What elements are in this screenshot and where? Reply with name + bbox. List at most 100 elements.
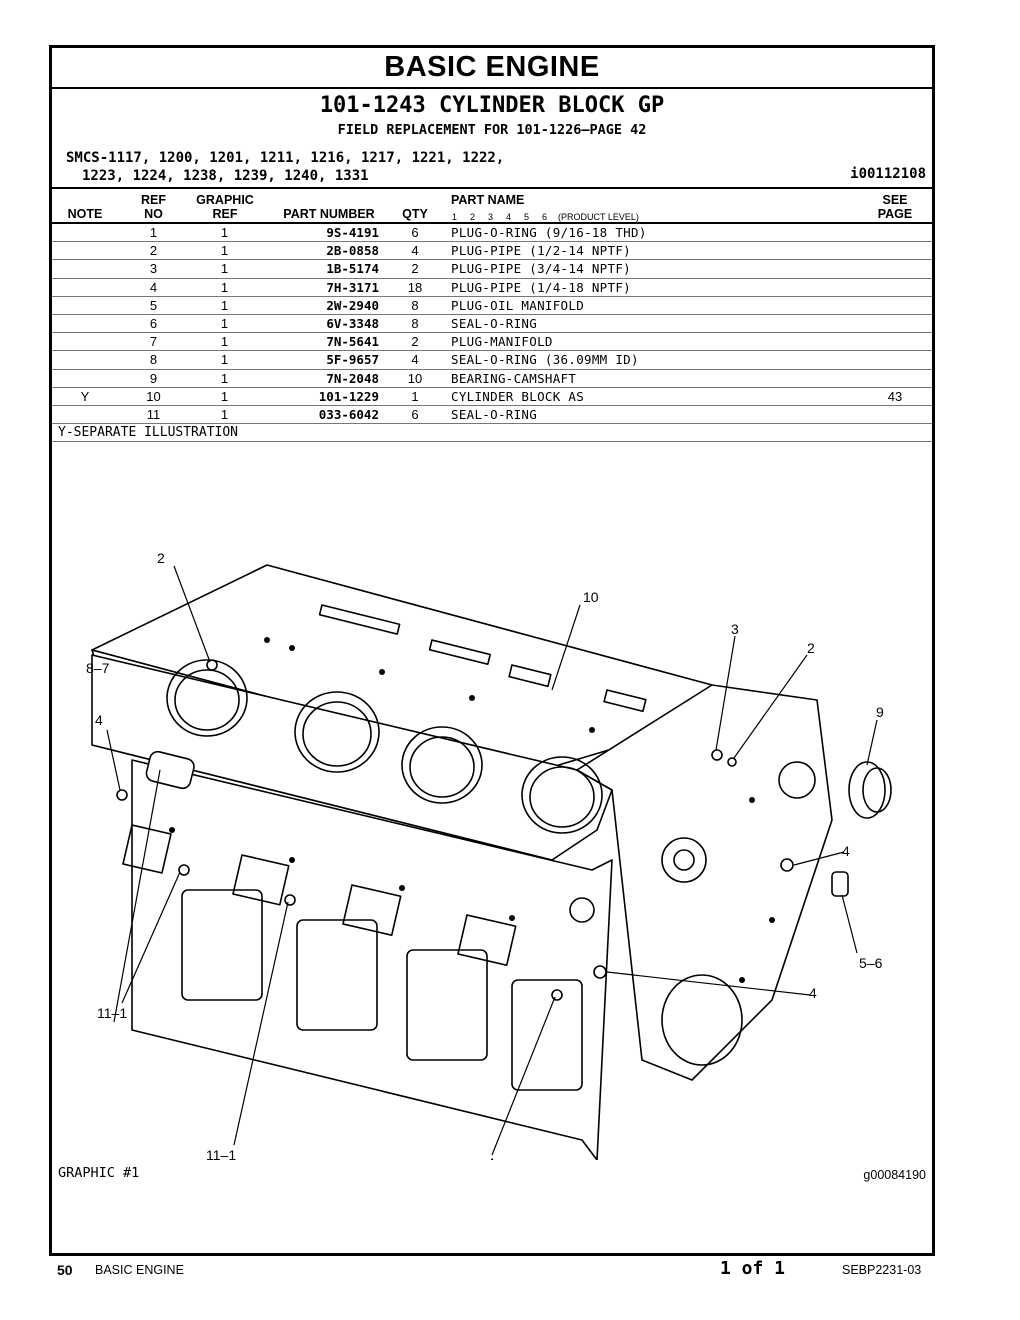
callout-2-right: 2: [807, 640, 815, 656]
callout-3: 3: [731, 621, 739, 637]
cell-part-number: 9S-4191: [326, 225, 379, 240]
cell-ref: 8: [149, 352, 158, 368]
cell-part-number: 7N-2048: [326, 370, 379, 386]
page-number: 50: [57, 1262, 73, 1278]
cell-qty: 6: [411, 225, 419, 240]
footer-section: BASIC ENGINE: [95, 1263, 184, 1277]
cell-ref: 3: [149, 261, 158, 277]
cell-qty: 2: [411, 334, 419, 350]
cell-part-number: 6V-3348: [326, 316, 379, 331]
cell-graphic-ref: 1: [220, 279, 229, 295]
page-of: 1 of 1: [720, 1258, 786, 1279]
cell-qty: 18: [407, 279, 423, 295]
cell-ref: 7: [149, 334, 158, 350]
cell-see-page: 43: [887, 388, 903, 404]
cell-part-name: BEARING-CAMSHAFT: [451, 370, 577, 386]
cell-part-name: PLUG-MANIFOLD: [451, 334, 553, 350]
callout-2-top: 2: [157, 550, 165, 566]
cell-qty: 6: [411, 407, 419, 422]
divider: [52, 187, 932, 189]
col-header-part-name: PART NAME: [451, 193, 525, 207]
cell-qty: 4: [411, 352, 419, 368]
cell-ref: 2: [149, 243, 158, 259]
cylinder-block-illustration: 2 8–7 4 10 3 2 9 4 5–6 4 11–1 11–1 4: [86, 550, 892, 1160]
cell-part-name: PLUG-PIPE (3/4-14 NPTF): [451, 261, 631, 277]
col-header-part-number: PART NUMBER: [283, 207, 375, 221]
cell-part-name: PLUG-OIL MANIFOLD: [451, 297, 585, 313]
divider: [52, 87, 932, 89]
divider: [52, 222, 932, 224]
product-level-1: 1: [452, 212, 458, 222]
product-level-6: 6: [542, 212, 548, 222]
table-row: 8 1 5F-9657 4 SEAL-O-RING (36.09MM ID): [52, 350, 932, 370]
cell-note: Y: [80, 388, 90, 404]
cell-ref: 1: [149, 225, 158, 240]
table-row: 9 1 7N-2048 10 BEARING-CAMSHAFT: [52, 369, 932, 388]
product-level-4: 4: [506, 212, 512, 222]
cell-graphic-ref: 1: [220, 388, 229, 404]
cell-part-name: CYLINDER BLOCK AS: [451, 388, 585, 404]
table-footnote: Y-SEPARATE ILLUSTRATION: [58, 425, 239, 440]
cell-ref: 6: [149, 316, 158, 331]
cell-part-name: SEAL-O-RING: [451, 316, 538, 331]
cell-graphic-ref: 1: [220, 352, 229, 368]
document-id: SEBP2231-03: [842, 1263, 922, 1277]
callout-5-6: 5–6: [859, 955, 883, 971]
cell-graphic-ref: 1: [220, 407, 229, 422]
product-level-2: 2: [470, 212, 476, 222]
callout-9: 9: [876, 704, 884, 720]
col-header-note: NOTE: [67, 207, 103, 221]
cell-graphic-ref: 1: [220, 225, 229, 240]
callout-4-mid: 4: [809, 985, 817, 1001]
table-row: 1 1 9S-4191 6 PLUG-O-RING (9/16-18 THD): [52, 223, 932, 243]
product-level-label: (PRODUCT LEVEL): [558, 212, 639, 222]
cell-part-name: PLUG-O-RING (9/16-18 THD): [451, 225, 647, 240]
cell-graphic-ref: 1: [220, 316, 229, 331]
cell-part-number: 5F-9657: [326, 352, 379, 368]
cell-graphic-ref: 1: [220, 297, 229, 313]
cell-qty: 2: [411, 261, 419, 277]
smcs-codes-line-2: 1223, 1224, 1238, 1239, 1240, 1331: [82, 168, 369, 184]
cell-ref: 10: [146, 388, 161, 404]
group-subtitle: FIELD REPLACEMENT FOR 101-1226—PAGE 42: [337, 122, 647, 138]
product-level-3: 3: [488, 212, 494, 222]
cell-graphic-ref: 1: [220, 370, 229, 386]
cell-qty: 8: [411, 316, 419, 331]
cell-part-number: 1B-5174: [326, 261, 379, 277]
graphic-id: g00084190: [863, 1168, 926, 1182]
cell-ref: 4: [149, 279, 158, 295]
illustration-ident: i00112108: [850, 166, 926, 182]
page-title: BASIC ENGINE: [384, 51, 600, 83]
callout-11-1-bottom: 11–1: [206, 1147, 236, 1160]
callout-10: 10: [583, 589, 599, 605]
cell-ref: 5: [149, 297, 158, 313]
cell-part-name: SEAL-O-RING (36.09MM ID): [451, 352, 639, 368]
cell-ref: 9: [149, 370, 158, 386]
cell-part-name: SEAL-O-RING: [451, 407, 538, 422]
graphic-label: GRAPHIC #1: [58, 1165, 140, 1181]
cell-graphic-ref: 1: [220, 334, 229, 350]
divider: [52, 441, 932, 442]
cell-part-name: PLUG-PIPE (1/4-18 NPTF): [451, 279, 631, 295]
cell-qty: 10: [407, 370, 423, 386]
cell-qty: 1: [411, 388, 419, 404]
cell-qty: 8: [411, 297, 419, 313]
smcs-codes-line-1: SMCS-1117, 1200, 1201, 1211, 1216, 1217,…: [66, 150, 505, 166]
cell-part-number: 033-6042: [318, 407, 379, 422]
table-row: 3 1 1B-5174 2 PLUG-PIPE (3/4-14 NPTF): [52, 259, 932, 279]
cell-graphic-ref: 1: [220, 261, 229, 277]
callout-11-1-left: 11–1: [97, 1005, 127, 1021]
table-row: 6 1 6V-3348 8 SEAL-O-RING: [52, 314, 932, 334]
group-title: 101-1243 CYLINDER BLOCK GP: [319, 93, 665, 118]
cell-part-name: PLUG-PIPE (1/2-14 NPTF): [451, 243, 631, 259]
callout-4-bottom: 4: [487, 1155, 495, 1160]
cell-ref: 11: [146, 407, 161, 422]
